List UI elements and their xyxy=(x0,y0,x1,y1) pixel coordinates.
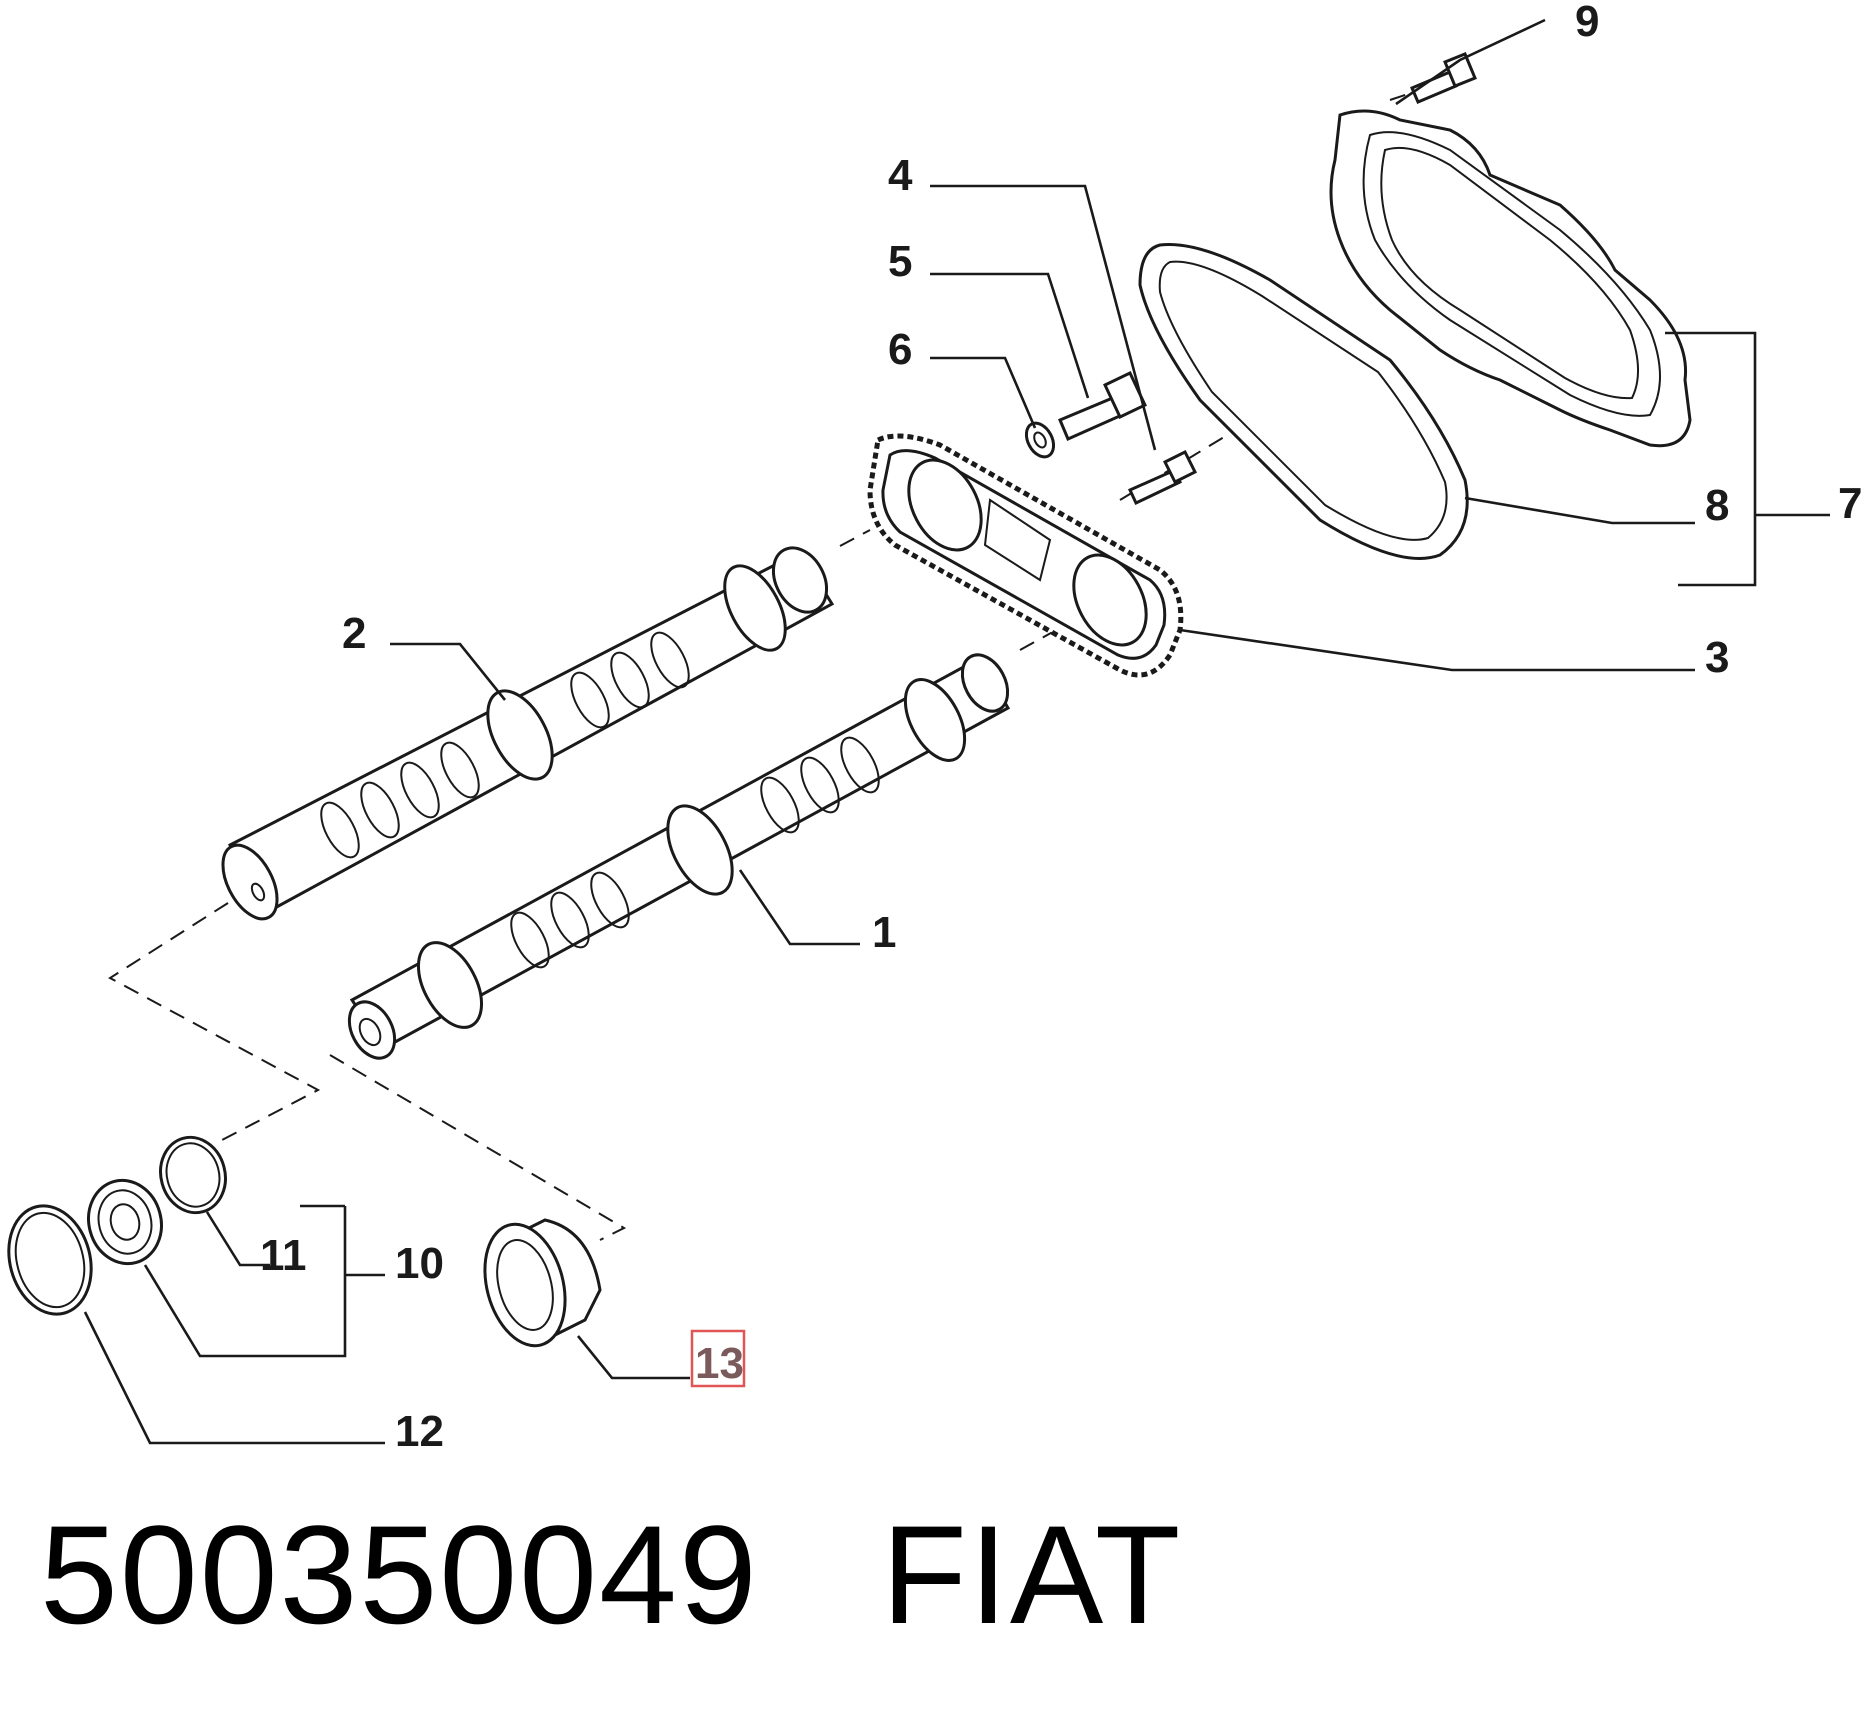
callout-12: 12 xyxy=(395,1407,444,1456)
callout-3: 3 xyxy=(1705,633,1729,682)
highlight-box xyxy=(690,1329,746,1388)
timing-cover xyxy=(1329,109,1692,448)
callout-11: 11 xyxy=(260,1231,307,1280)
bolt-4 xyxy=(1128,449,1198,506)
part-caption: 500350049 FIAT xyxy=(40,1505,1182,1645)
callout-7: 7 xyxy=(1838,479,1862,528)
leader-lines xyxy=(83,18,1830,1445)
callout-1: 1 xyxy=(872,908,896,957)
seal-ring-12 xyxy=(7,1204,93,1316)
cover-gasket xyxy=(1138,242,1469,560)
callout-10: 10 xyxy=(395,1239,444,1288)
callouts: 9 4 5 6 7 8 3 2 1 11 10 12 13 xyxy=(260,0,1862,1456)
callout-2: 2 xyxy=(342,609,366,658)
bolt-5 xyxy=(1058,370,1147,441)
callout-4: 4 xyxy=(888,151,913,200)
part-number: 500350049 xyxy=(40,1496,759,1653)
bolt-9 xyxy=(1410,52,1477,104)
brand-name: FIAT xyxy=(881,1496,1183,1653)
oring-11 xyxy=(159,1135,227,1215)
plug-10 xyxy=(87,1178,163,1266)
callout-9: 9 xyxy=(1575,0,1599,46)
callout-8: 8 xyxy=(1705,481,1729,530)
timing-chain-assembly xyxy=(867,433,1184,678)
bushing-13 xyxy=(483,1218,602,1348)
camshaft-lower xyxy=(347,653,1011,1060)
camshaft-upper xyxy=(221,546,835,921)
callout-5: 5 xyxy=(888,237,912,286)
washer-6 xyxy=(1024,421,1056,459)
callout-6: 6 xyxy=(888,325,912,374)
callout-13: 13 xyxy=(695,1339,744,1388)
